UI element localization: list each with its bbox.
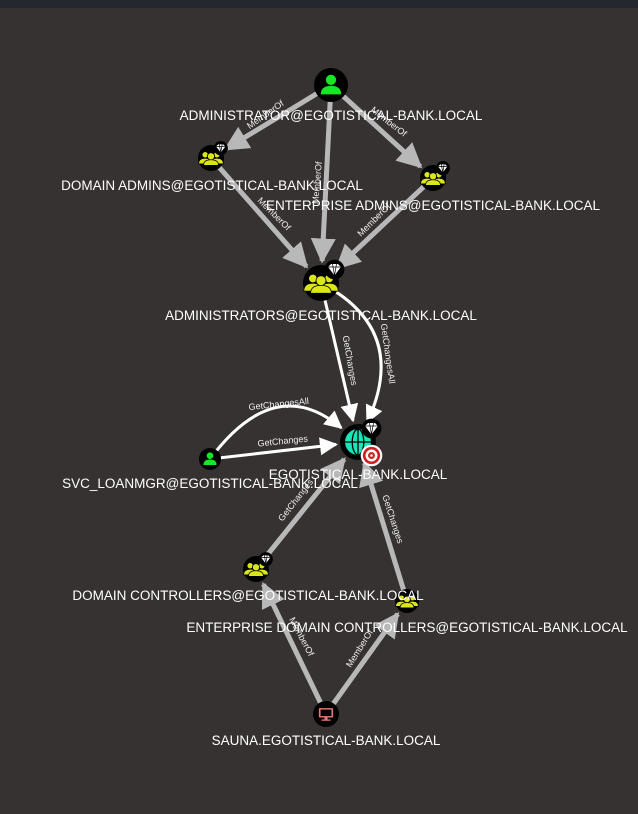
edge-svc-to-domain-getchanges[interactable]: [209, 437, 338, 461]
edge-domadmins-to-admins-memberof[interactable]: [209, 156, 309, 269]
node-label-svc: SVC_LOANMGR@EGOTISTICAL-BANK.LOCAL: [62, 476, 358, 491]
node-admins[interactable]: [303, 259, 345, 301]
high-value-gem-icon: [435, 161, 450, 176]
node-label-entadmins: ENTERPRISE ADMINS@EGOTISTICAL-BANK.LOCAL: [266, 198, 601, 213]
high-value-gem-icon: [213, 141, 228, 156]
edge-label-memberof: MemberOf: [310, 161, 324, 205]
edges-layer: [208, 82, 435, 716]
top-toolbar-strip: [0, 0, 638, 8]
node-dcs[interactable]: [243, 552, 273, 582]
edge-edcs-to-domain-getchanges[interactable]: [359, 460, 410, 602]
group-icon: [395, 589, 419, 613]
edge-dcs-to-domain-getchanges[interactable]: [254, 457, 347, 571]
node-admin[interactable]: [314, 68, 348, 102]
node-domadmins[interactable]: [198, 141, 228, 171]
high-value-gem-icon: [324, 259, 345, 280]
node-label-sauna: SAUNA.EGOTISTICAL-BANK.LOCAL: [212, 733, 441, 748]
node-label-dcs: DOMAIN CONTROLLERS@EGOTISTICAL-BANK.LOCA…: [72, 588, 424, 603]
high-value-gem-icon: [361, 418, 382, 439]
node-label-admins: ADMINISTRATORS@EGOTISTICAL-BANK.LOCAL: [165, 308, 477, 323]
node-svc[interactable]: [199, 448, 221, 470]
edge-label-getchanges: GetChanges: [257, 433, 309, 448]
node-label-domain: EGOTISTICAL-BANK.LOCAL: [269, 467, 448, 482]
edge-label-getchangesall: GetChangesAll: [248, 396, 309, 412]
node-label-admin: ADMINISTRATOR@EGOTISTICAL-BANK.LOCAL: [180, 108, 483, 123]
edge-admins-to-domain-getchangesall[interactable]: [320, 281, 383, 424]
node-label-domadmins: DOMAIN ADMINS@EGOTISTICAL-BANK.LOCAL: [61, 178, 363, 193]
nodes-layer: [198, 68, 450, 727]
target-icon: [360, 444, 383, 467]
high-value-gem-icon: [258, 552, 273, 567]
edge-admin-to-domadmins-memberof[interactable]: [223, 82, 333, 152]
user-icon: [199, 448, 221, 470]
node-labels-layer: ADMINISTRATOR@EGOTISTICAL-BANK.LOCAL DOMA…: [61, 108, 628, 748]
edge-sauna-to-dcs-memberof[interactable]: [261, 582, 329, 716]
edge-sauna-to-edcs-memberof[interactable]: [323, 611, 400, 716]
computer-icon: [313, 701, 339, 727]
edge-admin-to-admins-memberof[interactable]: [310, 84, 336, 264]
node-domain[interactable]: [340, 418, 383, 467]
node-edcs[interactable]: [395, 589, 419, 613]
edge-entadmins-to-admins-memberof[interactable]: [335, 176, 435, 270]
edge-svc-to-domain-getchangesall[interactable]: [208, 404, 343, 460]
node-label-edcs: ENTERPRISE DOMAIN CONTROLLERS@EGOTISTICA…: [186, 620, 628, 635]
node-sauna[interactable]: [313, 701, 339, 727]
edge-admins-to-domain-getchanges[interactable]: [319, 282, 359, 423]
edge-admin-to-entadmins-memberof[interactable]: [329, 83, 423, 169]
user-icon: [314, 68, 348, 102]
node-entadmins[interactable]: [420, 161, 450, 191]
